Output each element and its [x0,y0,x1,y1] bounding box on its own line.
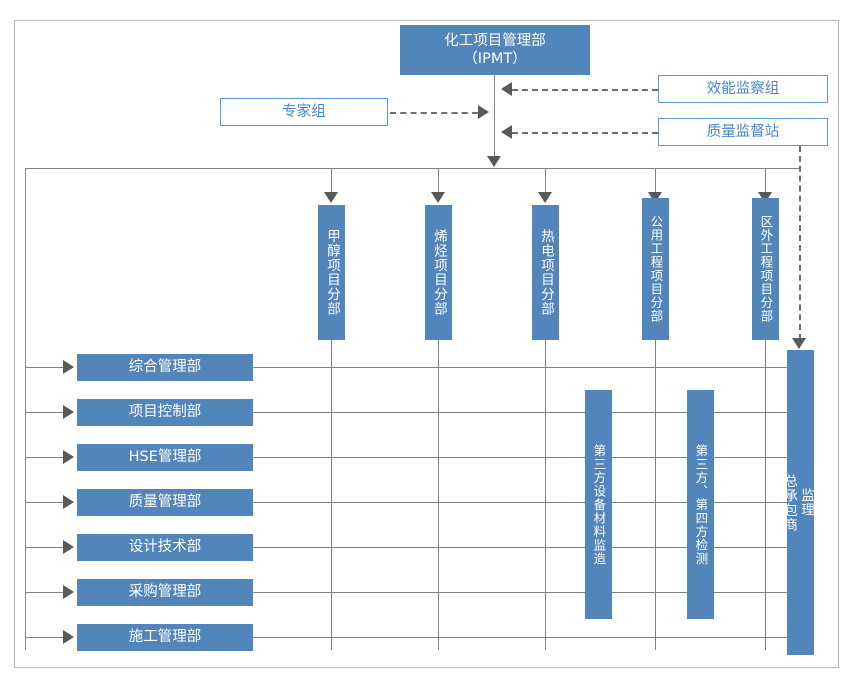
project-drop-arrowhead-1 [431,192,445,203]
dept-feed-line-2 [25,457,63,458]
diagram-frame [14,20,839,668]
ipmt-title-line1: 化工项目管理部 [444,32,546,49]
project-drop-line-3 [655,168,656,194]
dept-feed-line-3 [25,502,63,503]
department-label-0: 综合管理部 [128,359,202,376]
ipmt-title-line2: （IPMT） [463,51,527,67]
dept-feed-arrowhead-1 [63,405,74,419]
department-box-2[interactable]: HSE管理部 [77,444,253,471]
ipmt-title-box[interactable]: 化工项目管理部 （IPMT） [400,25,590,75]
project-drop-line-0 [331,168,332,194]
grid-hline-3 [253,502,787,503]
ipmt-spine-arrowhead [487,156,501,167]
department-box-4[interactable]: 设计技术部 [77,534,253,561]
oversight-arrowhead-1 [501,125,512,139]
expert-group-arrowhead [478,105,489,119]
grid-hline-0 [253,367,787,368]
ipmt-spine-line [494,75,495,158]
project-division-box-2[interactable]: 热电项目分部 [532,205,559,340]
project-drop-arrowhead-0 [324,192,338,203]
project-division-box-3[interactable]: 公用工程项目分部 [642,198,669,340]
grid-vline-2 [545,340,546,650]
oversight-label-0: 效能监察组 [706,80,780,97]
dept-feed-line-0 [25,367,63,368]
department-box-0[interactable]: 综合管理部 [77,354,253,381]
oversight-dashed-connector-1 [512,132,658,134]
project-drop-line-1 [438,168,439,194]
dept-feed-arrowhead-6 [63,630,74,644]
third-party-box-1[interactable]: 第三方、第四方检测 [687,390,714,619]
project-division-label-1: 烯烃项目分部 [430,229,447,316]
third-party-label-1: 第三方、第四方检测 [693,443,709,566]
expert-group-dashed-connector [390,112,478,114]
grid-hline-2 [253,457,787,458]
grid-vline-4 [765,340,766,650]
project-division-label-3: 公用工程项目分部 [648,215,664,323]
quality-station-to-contractor-dashed [799,146,801,340]
project-division-box-4[interactable]: 区外工程项目分部 [752,198,779,340]
grid-hline-6 [253,637,787,638]
department-label-1: 项目控制部 [128,404,202,421]
oversight-box-0[interactable]: 效能监察组 [658,75,828,103]
project-drop-line-4 [765,168,766,194]
department-label-2: HSE管理部 [128,449,202,466]
grid-vline-0 [331,340,332,650]
department-box-3[interactable]: 质量管理部 [77,489,253,516]
third-party-box-0[interactable]: 第三方设备材料监造 [585,390,612,619]
main-horizontal-bus [25,168,800,169]
project-drop-arrowhead-4 [758,192,772,203]
department-label-4: 设计技术部 [128,539,202,556]
dept-feed-arrowhead-0 [63,360,74,374]
project-drop-arrowhead-2 [538,192,552,203]
dept-feed-line-4 [25,547,63,548]
project-division-box-0[interactable]: 甲醇项目分部 [318,205,345,340]
dept-feed-line-1 [25,412,63,413]
project-drop-line-2 [545,168,546,194]
expert-group-box[interactable]: 专家组 [220,98,388,126]
project-division-label-4: 区外工程项目分部 [758,215,774,323]
oversight-label-1: 质量监督站 [706,123,780,140]
quality-station-to-contractor-arrowhead [792,338,806,349]
oversight-box-1[interactable]: 质量监督站 [658,118,828,146]
dept-feed-line-6 [25,637,63,638]
grid-hline-5 [253,592,787,593]
project-division-label-2: 热电项目分部 [537,229,554,316]
dept-feed-arrowhead-4 [63,540,74,554]
department-box-5[interactable]: 采购管理部 [77,579,253,606]
project-drop-arrowhead-3 [648,192,662,203]
general-contractor-label: 总承包商 [781,473,798,532]
project-division-box-1[interactable]: 烯烃项目分部 [425,205,452,340]
grid-vline-1 [438,340,439,650]
department-label-6: 施工管理部 [128,629,202,646]
grid-hline-1 [253,412,787,413]
grid-hline-4 [253,547,787,548]
oversight-arrowhead-0 [501,82,512,96]
supervisor-label: 监理 [798,488,814,517]
project-division-label-0: 甲醇项目分部 [323,229,340,316]
expert-group-label: 专家组 [282,103,326,120]
dept-feed-line-5 [25,592,63,593]
department-box-1[interactable]: 项目控制部 [77,399,253,426]
dept-feed-arrowhead-2 [63,450,74,464]
department-label-3: 质量管理部 [128,494,202,511]
dept-feed-arrowhead-5 [63,585,74,599]
department-label-5: 采购管理部 [128,584,202,601]
dept-feed-arrowhead-3 [63,495,74,509]
left-vertical-bus [25,168,26,650]
third-party-label-0: 第三方设备材料监造 [591,443,607,566]
grid-vline-3 [655,340,656,650]
department-box-6[interactable]: 施工管理部 [77,624,253,651]
contractor-column-box[interactable]: 监理 总承包商 [781,350,814,655]
oversight-dashed-connector-0 [512,89,658,91]
